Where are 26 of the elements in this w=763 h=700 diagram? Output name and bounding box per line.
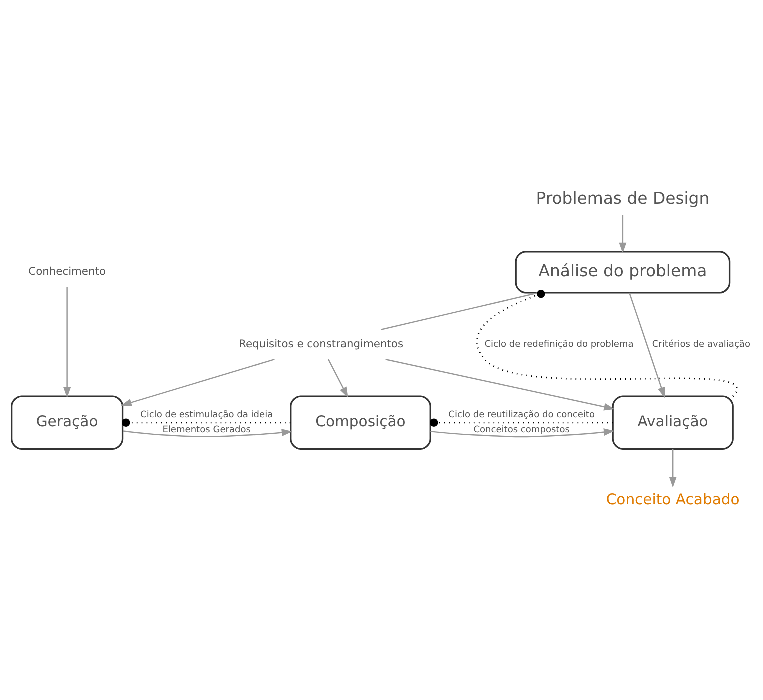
edge-label: Ciclo de redefinição do problema xyxy=(484,340,634,350)
arrow xyxy=(669,448,677,488)
arrow xyxy=(122,428,293,438)
node-text: Conceito Acabado xyxy=(606,491,740,508)
node-box: Composição xyxy=(290,395,432,450)
node-box: Geração xyxy=(11,395,124,450)
edge-label: Ciclo de estimulação da ideia xyxy=(140,410,274,420)
node-box: Avaliação xyxy=(612,395,734,450)
arrow xyxy=(386,358,615,410)
node-text: Requisitos e constrangimentos xyxy=(239,337,404,350)
connector xyxy=(430,418,613,426)
arrow xyxy=(121,358,275,406)
edge-label: Ciclo de reutilização do conceito xyxy=(448,410,596,420)
arrow xyxy=(629,292,666,398)
node-text: Problemas de Design xyxy=(536,188,710,208)
node-text: Conhecimento xyxy=(28,264,106,278)
connector xyxy=(380,292,539,330)
edge-label: Elementos Gerados xyxy=(162,425,251,436)
arrow xyxy=(619,214,627,254)
node-box: Análise do problema xyxy=(515,250,731,294)
edge-label: Critérios de avaliação xyxy=(652,340,750,350)
arrow xyxy=(64,286,72,398)
edge-label: Conceitos compostos xyxy=(474,425,570,436)
arrow xyxy=(328,358,348,398)
connector xyxy=(122,418,291,426)
arrow xyxy=(430,428,615,438)
